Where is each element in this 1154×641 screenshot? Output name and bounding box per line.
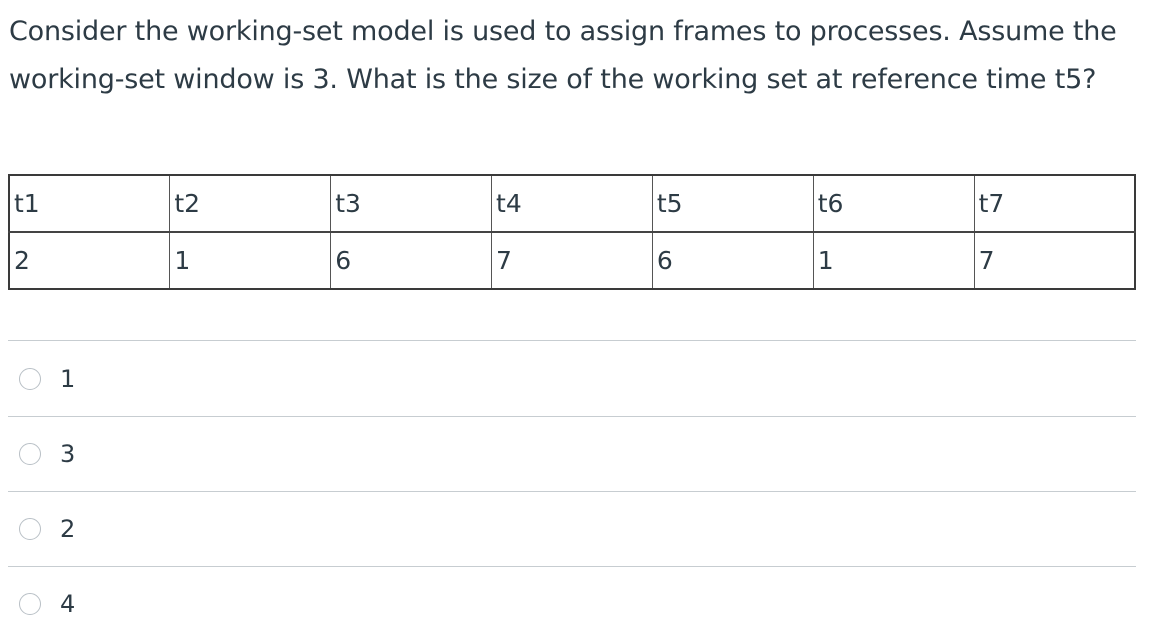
table-header-cell: t7 [973,174,1136,233]
answer-options: 1 3 2 4 [8,340,1136,641]
table-header-cell: t5 [651,174,814,233]
option-label: 1 [60,364,76,393]
table-header-cell: t6 [812,174,975,233]
table-cell: 1 [812,231,975,290]
option-label: 4 [60,590,76,618]
answer-option-4[interactable]: 4 [8,566,1136,641]
table-cell: 6 [330,231,493,290]
table-cell: 1 [169,231,332,290]
table-header-cell: t3 [330,174,493,233]
table-cell: 7 [491,231,653,290]
table-header-row: t1 t2 t3 t4 t5 t6 t7 [8,174,1136,233]
table-header-cell: t4 [491,174,653,233]
answer-option-2[interactable]: 3 [8,416,1136,491]
table-cell: 2 [8,231,171,290]
radio-button[interactable] [19,518,41,540]
radio-button[interactable] [19,443,41,465]
table-row: 2 1 6 7 6 1 7 [8,231,1136,290]
radio-button[interactable] [19,367,41,390]
table-header-cell: t1 [8,174,171,233]
table-header-cell: t2 [169,174,332,233]
option-label: 3 [60,440,76,468]
radio-button[interactable] [19,593,41,615]
option-label: 2 [60,515,76,543]
question-text: Consider the working-set model is used t… [9,16,1117,95]
answer-option-1[interactable]: 1 [8,340,1136,416]
table-cell: 6 [651,231,814,290]
reference-string-table: t1 t2 t3 t4 t5 t6 t7 2 1 6 7 6 1 7 [8,174,1136,290]
answer-option-3[interactable]: 2 [8,491,1136,566]
table-cell: 7 [973,231,1136,290]
